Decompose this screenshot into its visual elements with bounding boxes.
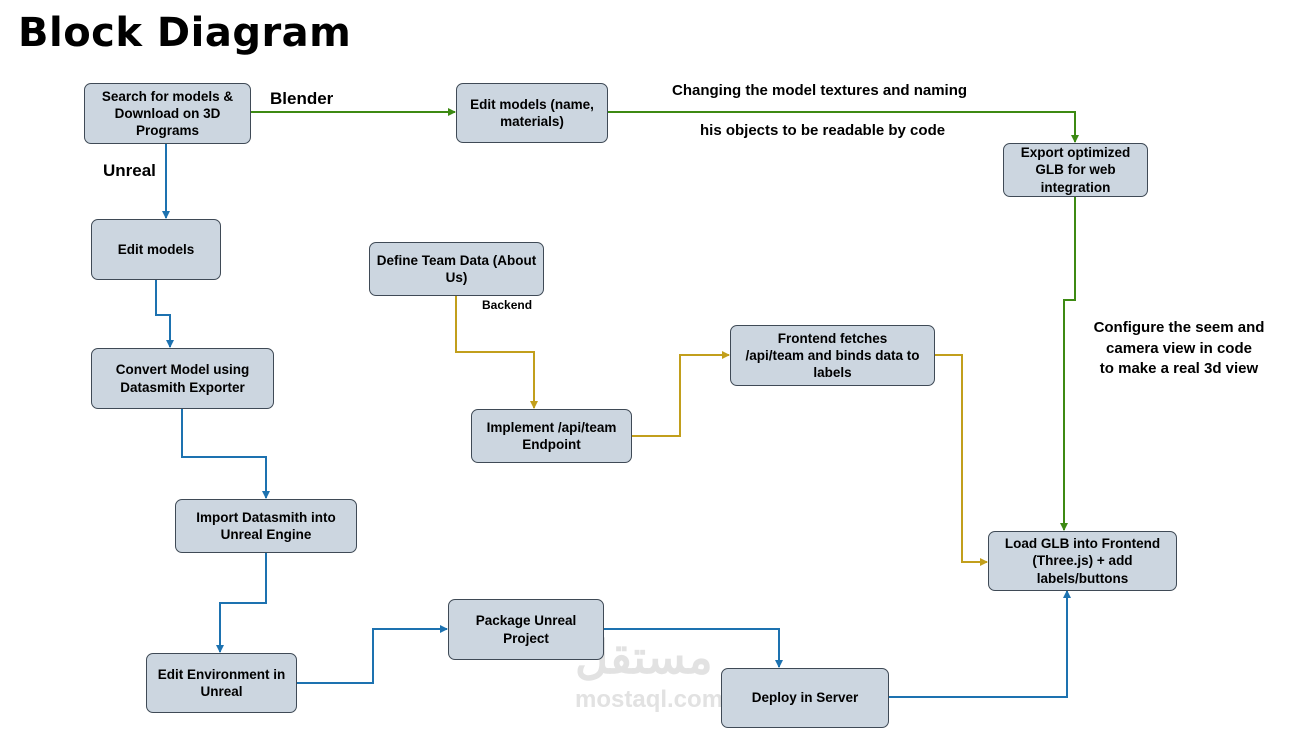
node-edit-models-name: Edit models (name, materials): [456, 83, 608, 143]
edge-edit-env-to-package: [297, 625, 448, 684]
node-package-unreal: Package Unreal Project: [448, 599, 604, 660]
edge-frontend-to-load-glb: [935, 354, 988, 566]
diagram-title: Block Diagram: [18, 10, 352, 56]
label-blender: Blender: [270, 89, 334, 108]
edge-edit-models-to-convert: [155, 280, 174, 348]
node-implement-api: Implement /api/team Endpoint: [471, 409, 632, 463]
edge-deploy-to-load-glb: [889, 590, 1071, 698]
node-search-download: Search for models & Download on 3D Progr…: [84, 83, 251, 144]
node-load-glb: Load GLB into Frontend (Three.js) + add …: [988, 531, 1177, 591]
node-import-datasmith: Import Datasmith into Unreal Engine: [175, 499, 357, 553]
node-export-glb: Export optimized GLB for web integration: [1003, 143, 1148, 197]
node-edit-environment: Edit Environment in Unreal: [146, 653, 297, 713]
label-unreal: Unreal: [103, 161, 156, 180]
edge-implement-api-to-frontend: [632, 351, 730, 437]
node-convert-model: Convert Model using Datasmith Exporter: [91, 348, 274, 409]
label-configure: Configure the seem and camera view in co…: [1093, 319, 1265, 378]
edge-define-team-to-implement-api: [455, 296, 538, 409]
node-edit-models: Edit models: [91, 219, 221, 280]
edge-convert-to-import: [181, 409, 270, 499]
edge-import-to-edit-env: [216, 553, 267, 653]
edge-package-to-deploy: [604, 628, 783, 668]
label-textures-line1: Changing the model textures and naming: [672, 82, 968, 99]
watermark-latin: mostaql.com: [575, 686, 724, 713]
node-define-team-data: Define Team Data (About Us): [369, 242, 544, 296]
node-deploy-server: Deploy in Server: [721, 668, 889, 728]
edge-export-to-load-glb: [1060, 197, 1076, 531]
node-frontend-fetches: Frontend fetches /api/team and binds dat…: [730, 325, 935, 386]
edge-edit-name-to-export: [608, 111, 1079, 143]
label-textures-line2: his objects to be readable by code: [700, 122, 946, 139]
label-backend: Backend: [482, 298, 533, 312]
